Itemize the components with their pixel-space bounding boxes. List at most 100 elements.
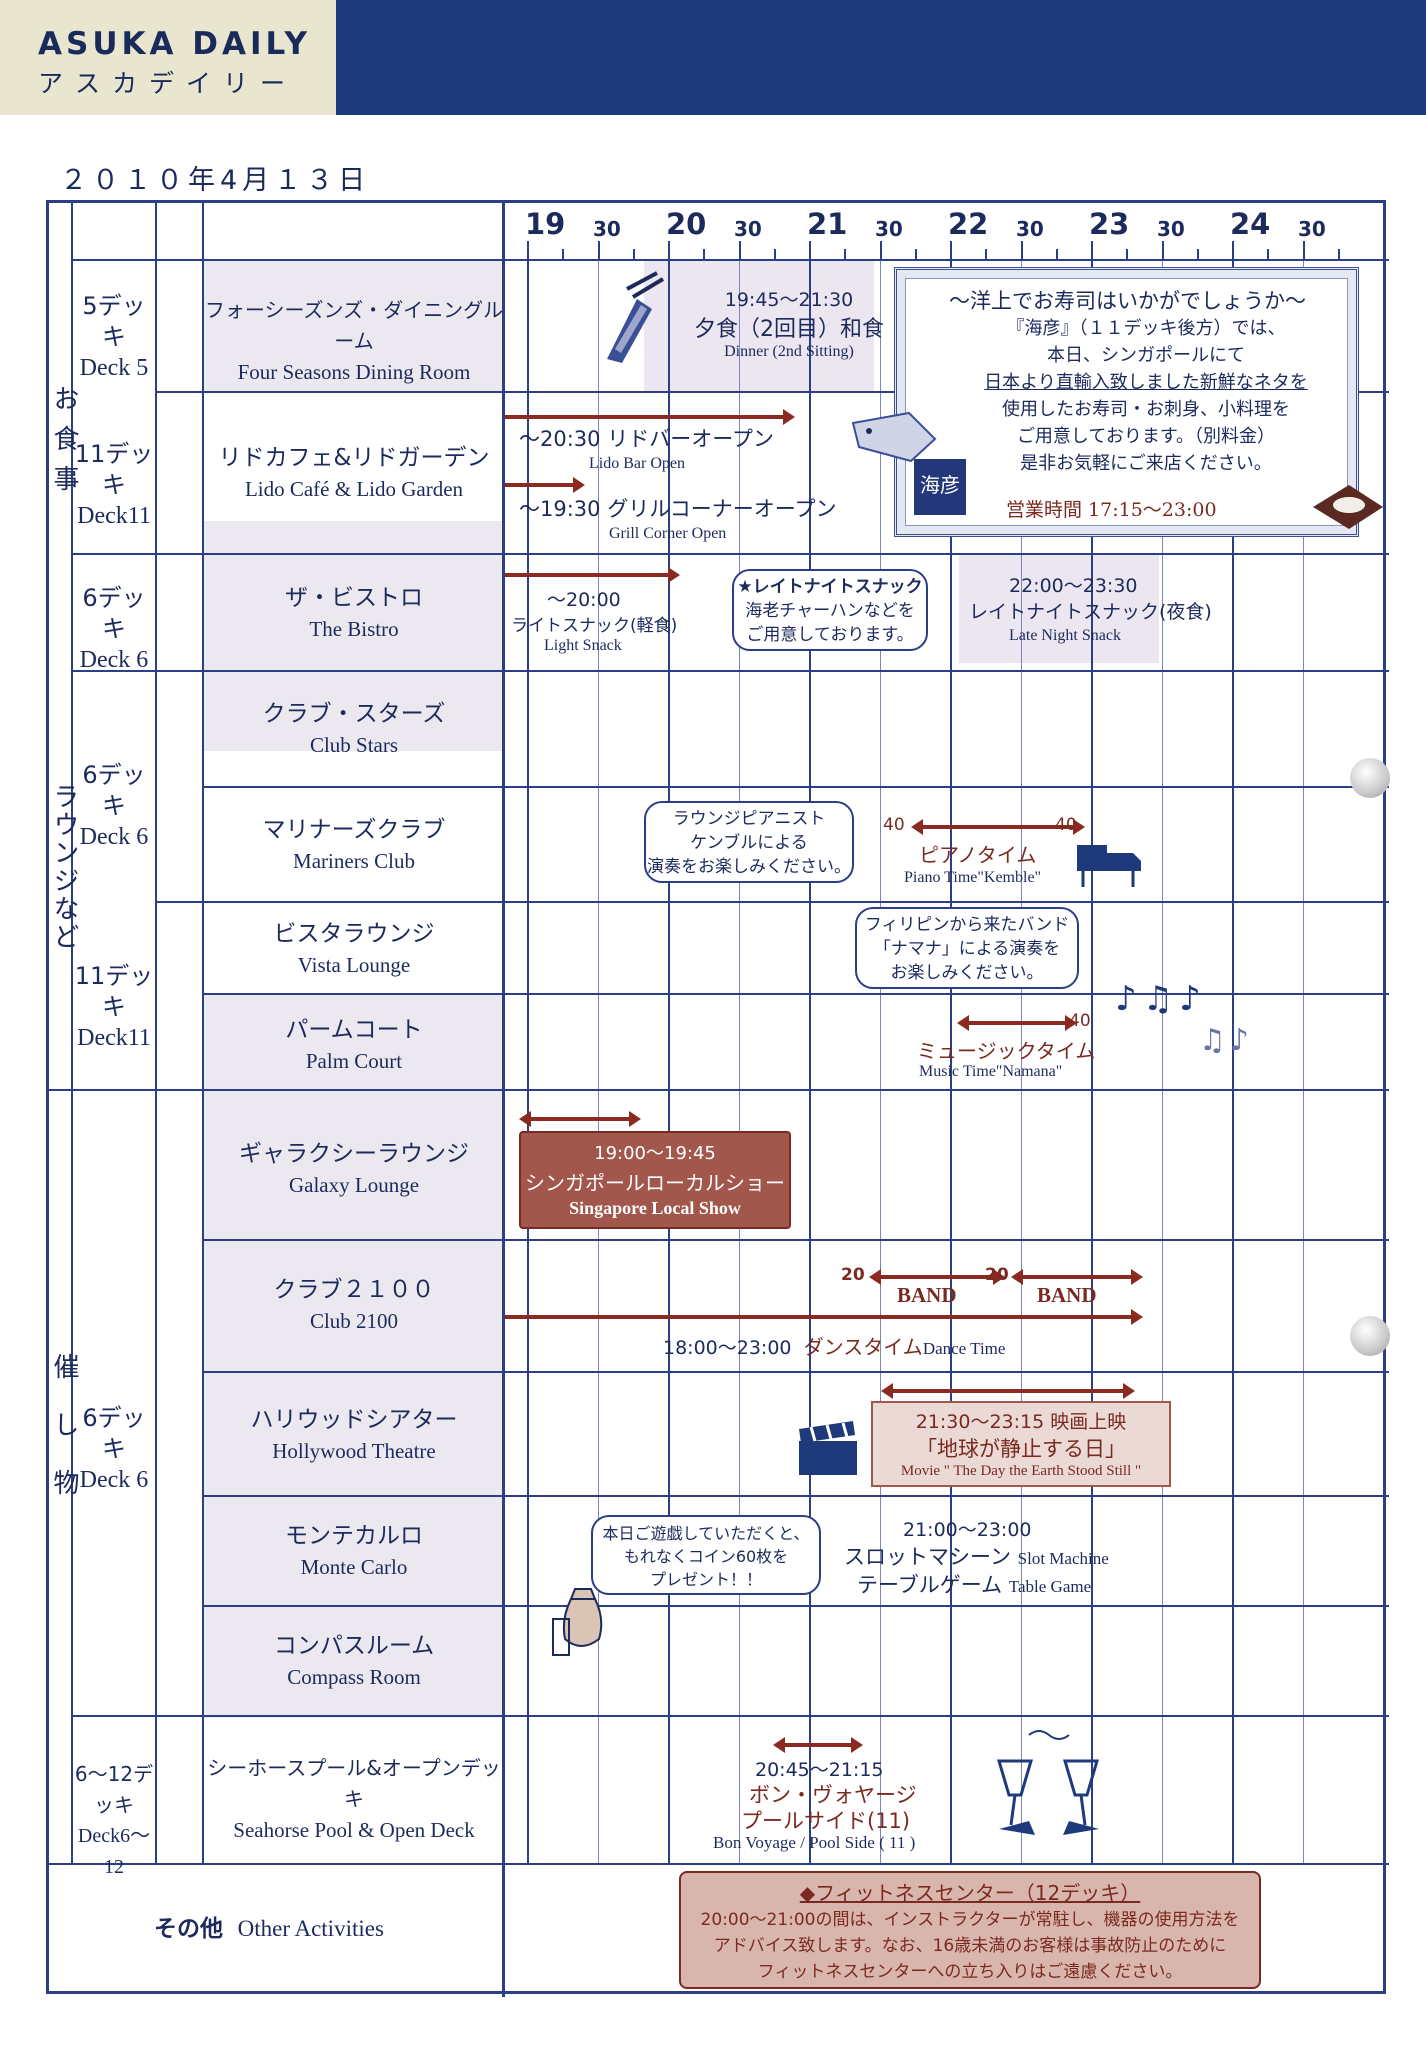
- other-activities-label: その他 Other Activities: [154, 1916, 384, 1942]
- row-divider: [49, 1089, 1389, 1091]
- movie-box: 21:30〜23:15 映画上映 「地球が静止する日」 Movie " The …: [871, 1401, 1171, 1487]
- fish-icon: [851, 411, 937, 463]
- movie-title: 「地球が静止する日」: [916, 1437, 1126, 1461]
- music-title: ミュージックタイム: [917, 1039, 1096, 1063]
- late-snack-note: ★レイトナイトスナック 海老チャーハンなどを ご用意しております。: [732, 569, 928, 651]
- time-grid-line: [809, 259, 811, 1863]
- column-divider: [155, 203, 157, 1863]
- bon-voyage-title: ボン・ヴォヤージ: [749, 1783, 917, 1807]
- time-tick: [844, 249, 846, 259]
- casino-table: テーブルゲーム Table Game: [857, 1573, 1092, 1597]
- half-hour-label: 30: [1298, 217, 1326, 241]
- lido-bar-title-en: Lido Bar Open: [589, 455, 685, 472]
- movie-time: 21:30〜23:15 映画上映: [915, 1411, 1127, 1433]
- music-end: 40: [1069, 1011, 1091, 1031]
- music-title-en: Music Time"Namana": [919, 1063, 1063, 1080]
- hour-label: 22: [948, 207, 989, 241]
- light-snack-arrow: [505, 567, 680, 583]
- umihiko-logo: 海彦: [914, 459, 966, 515]
- column-divider: [202, 203, 204, 1863]
- row-divider: [202, 1239, 1389, 1241]
- sushi-promo-line: 是非お気軽にご来店ください。: [1020, 453, 1272, 474]
- sushi-plate-icon: [1313, 485, 1383, 529]
- category-meals: お食事: [49, 385, 79, 505]
- time-grid-line: [1021, 259, 1022, 1863]
- band1-start: 20: [841, 1265, 865, 1285]
- time-grid-line: [1232, 259, 1234, 1863]
- time-grid-line: [527, 259, 529, 1863]
- row-divider: [202, 993, 1389, 995]
- sushi-promo-title: 〜洋上でお寿司はいかがでしょうか〜: [949, 289, 1306, 313]
- fitness-line: 20:00〜21:00の間は、インストラクターが常駐し、機器の使用方法を: [700, 1910, 1240, 1930]
- hour-label: 20: [666, 207, 707, 241]
- dance-arrow: [505, 1309, 1143, 1325]
- light-snack-title-en: Light Snack: [544, 637, 622, 654]
- time-tick: [1162, 241, 1164, 259]
- sushi-promo-line: 日本より直輸入致しました新鮮なネタを: [984, 372, 1308, 393]
- clapperboard-icon: [799, 1421, 857, 1475]
- time-tick: [1021, 241, 1023, 259]
- time-tick: [598, 241, 600, 259]
- time-tick: [703, 249, 705, 259]
- music-notes-icon: ♪♫♪: [1115, 979, 1207, 1019]
- time-grid-line: [1162, 259, 1163, 1863]
- coin-bag-icon: [552, 1588, 603, 1656]
- grill-title-en: Grill Corner Open: [609, 525, 727, 542]
- piano-start: 40: [883, 815, 905, 835]
- time-grid-line: [950, 259, 952, 1863]
- row-divider: [202, 786, 1389, 788]
- grill-arrow: [505, 477, 585, 493]
- sushi-promo-line: 本日、シンガポールにて: [1047, 345, 1245, 366]
- time-grid-line: [1303, 259, 1304, 1863]
- late-snack-area: [959, 553, 1159, 663]
- fitness-title: ◆フィットネスセンター（12デッキ）: [799, 1881, 1141, 1905]
- column-divider: [71, 203, 73, 1863]
- dinner-title-en: Dinner (2nd Sitting): [724, 343, 854, 360]
- pianist-note: ラウンジピアニスト ケンブルによる 演奏をお楽しみください。: [644, 801, 854, 883]
- hour-label: 23: [1089, 207, 1130, 241]
- sushi-promo-line: ご用意しております。（別料金）: [1016, 426, 1276, 447]
- venue-cell: [204, 521, 504, 636]
- band-note: フィリピンから来たバンド 「ナマナ」による演奏を お楽しみください。: [855, 907, 1079, 989]
- late-snack-time: 22:00〜23:30: [1009, 575, 1138, 597]
- dinner-area: [644, 261, 874, 391]
- venue-cell: [204, 636, 504, 751]
- grill-title: 〜19:30 グリルコーナーオープン: [519, 497, 837, 521]
- category-lounges: ラウンジなど: [49, 783, 79, 951]
- row-divider: [202, 1495, 1389, 1497]
- late-snack-title: レイトナイトスナック(夜食): [969, 601, 1212, 623]
- brand-title-jp: アスカデイリー: [38, 69, 298, 98]
- row-divider: [71, 259, 1389, 261]
- punch-hole: [1350, 758, 1390, 798]
- brand-title: ASUKA DAILY: [38, 26, 311, 62]
- time-tick: [1197, 249, 1199, 259]
- time-tick: [774, 249, 776, 259]
- row-divider: [155, 391, 1389, 393]
- bon-voyage-time: 20:45〜21:15: [755, 1759, 884, 1781]
- lido-bar-title: 〜20:30 リドバーオープン: [519, 427, 774, 451]
- header-panel: [0, 0, 336, 115]
- time-tick: [739, 241, 741, 259]
- time-grid-line: [668, 259, 670, 1863]
- fitness-line: フィットネスセンターへの立ち入りはご遠慮ください。: [757, 1962, 1183, 1982]
- time-tick: [633, 249, 635, 259]
- dance-time: 18:00〜23:00 ダンスタイムDance Time: [663, 1335, 1006, 1359]
- dinner-time: 19:45〜21:30: [724, 289, 854, 311]
- row-divider: [49, 1863, 1389, 1865]
- time-grid-line: [1091, 259, 1093, 1863]
- venue-cell: [204, 261, 504, 391]
- time-grid-line: [598, 259, 599, 1863]
- time-grid-line: [880, 259, 881, 1863]
- row-divider: [202, 1371, 1389, 1373]
